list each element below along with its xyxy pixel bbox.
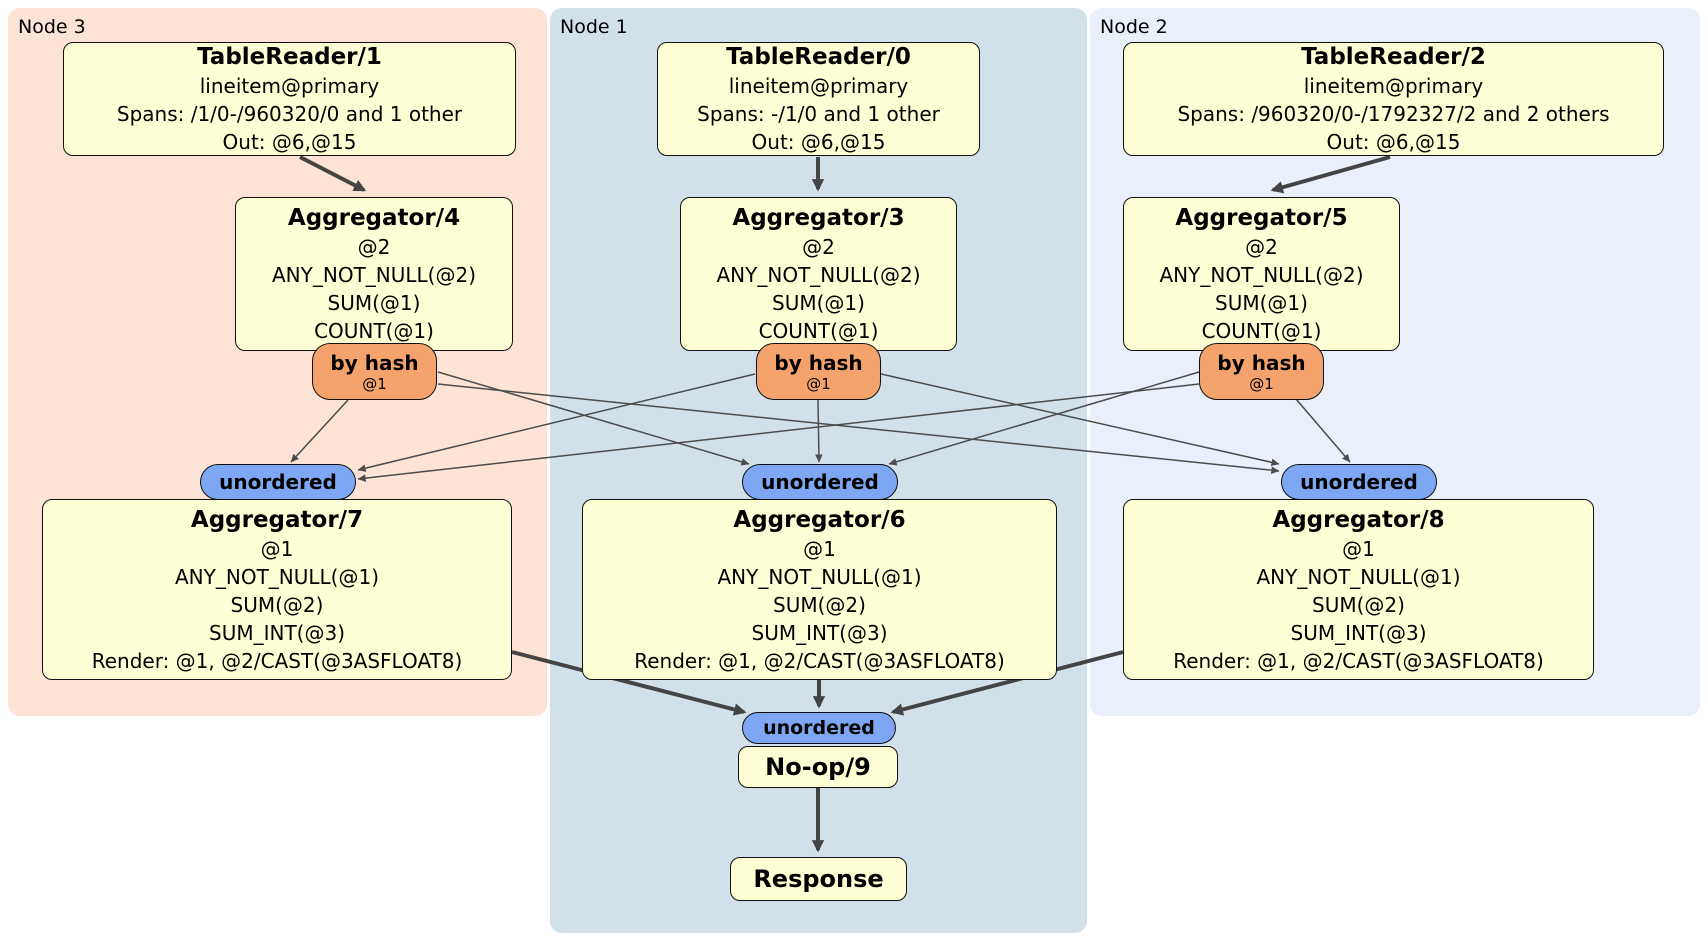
processor-detail: SUM(@1) <box>327 291 421 315</box>
processor-detail: @1 <box>260 536 294 561</box>
processor-detail: ANY_NOT_NULL(@2) <box>272 263 476 287</box>
processor-detail: SUM_INT(@3) <box>209 620 345 645</box>
processor-detail: lineitem@primary <box>728 74 909 98</box>
processor-detail: SUM(@2) <box>773 592 866 617</box>
processor-aggregator3: Aggregator/3 @2 ANY_NOT_NULL(@2) SUM(@1)… <box>680 197 957 351</box>
router-label: by hash <box>1217 350 1306 375</box>
processor-aggregator8: Aggregator/8 @1 ANY_NOT_NULL(@1) SUM(@2)… <box>1123 499 1594 680</box>
region-node3-label: Node 3 <box>18 16 86 38</box>
sync-label: unordered <box>763 717 875 739</box>
processor-title: TableReader/0 <box>726 44 911 70</box>
sync-unordered7: unordered <box>200 464 356 500</box>
processor-detail: @1 <box>1342 536 1375 561</box>
router-label: by hash <box>774 350 863 375</box>
processor-detail: ANY_NOT_NULL(@2) <box>1159 263 1364 287</box>
edge-byhash5-unordered7 <box>357 383 1200 482</box>
processor-detail: SUM(@2) <box>1312 592 1405 617</box>
processor-detail: COUNT(@1) <box>1201 319 1322 343</box>
router-detail: @1 <box>362 374 387 393</box>
router-byhash4: by hash @1 <box>312 343 437 400</box>
processor-title: TableReader/2 <box>1301 44 1486 70</box>
edge-byhash5-unordered8 <box>1295 398 1351 463</box>
edge-tablereader1-aggregator4 <box>299 155 367 192</box>
processor-detail: lineitem@primary <box>199 74 380 98</box>
processor-tablereader1: TableReader/1 lineitem@primary Spans: /1… <box>63 42 516 156</box>
processor-aggregator7: Aggregator/7 @1 ANY_NOT_NULL(@1) SUM(@2)… <box>42 499 512 680</box>
region-node1-label: Node 1 <box>560 16 628 38</box>
sync-label: unordered <box>761 470 879 494</box>
processor-title: Aggregator/7 <box>190 506 364 533</box>
processor-detail: SUM(@2) <box>230 592 324 617</box>
processor-title: Aggregator/6 <box>733 506 906 533</box>
processor-aggregator4: Aggregator/4 @2 ANY_NOT_NULL(@2) SUM(@1)… <box>235 197 513 351</box>
router-byhash3: by hash @1 <box>756 343 881 400</box>
processor-detail: @1 <box>803 536 836 561</box>
region-node2-label: Node 2 <box>1100 16 1168 38</box>
processor-tablereader0: TableReader/0 lineitem@primary Spans: -/… <box>657 42 980 156</box>
processor-detail: @2 <box>802 235 835 259</box>
processor-aggregator6: Aggregator/6 @1 ANY_NOT_NULL(@1) SUM(@2)… <box>582 499 1057 680</box>
processor-detail: SUM(@1) <box>1215 291 1308 315</box>
edge-aggregator7-unordered9 <box>511 650 747 716</box>
edge-byhash3-unordered8 <box>880 373 1280 466</box>
sync-unordered8: unordered <box>1281 464 1437 500</box>
processor-detail: ANY_NOT_NULL(@1) <box>1256 564 1461 589</box>
router-detail: @1 <box>1249 374 1274 393</box>
processor-detail: Out: @6,@15 <box>222 130 357 154</box>
processor-detail: @2 <box>1245 235 1278 259</box>
processor-detail: @2 <box>357 235 391 259</box>
processor-detail: ANY_NOT_NULL(@1) <box>175 564 379 589</box>
processor-detail: COUNT(@1) <box>758 319 879 343</box>
processor-detail: SUM_INT(@3) <box>751 620 888 645</box>
processor-detail: Spans: /960320/0-/1792327/2 and 2 others <box>1177 102 1610 126</box>
processor-title: No-op/9 <box>765 753 871 781</box>
processor-title: Response <box>753 865 884 893</box>
processor-detail: Render: @1, @2/CAST(@3ASFLOAT8) <box>634 648 1005 673</box>
processor-noop9: No-op/9 <box>738 746 898 788</box>
router-label: by hash <box>330 350 419 375</box>
processor-detail: Render: @1, @2/CAST(@3ASFLOAT8) <box>91 648 463 673</box>
processor-response: Response <box>730 857 907 901</box>
sync-unordered9: unordered <box>742 712 896 744</box>
router-detail: @1 <box>806 374 831 393</box>
processor-detail: Out: @6,@15 <box>1326 130 1461 154</box>
processor-detail: SUM_INT(@3) <box>1290 620 1427 645</box>
processor-title: Aggregator/4 <box>287 205 461 231</box>
processor-title: TableReader/1 <box>197 44 382 70</box>
processor-title: Aggregator/5 <box>1175 205 1348 231</box>
processor-detail: SUM(@1) <box>772 291 865 315</box>
processor-detail: Out: @6,@15 <box>751 130 886 154</box>
processor-detail: COUNT(@1) <box>314 319 434 343</box>
edge-byhash5-unordered6 <box>888 371 1200 466</box>
edge-byhash4-unordered6 <box>437 371 750 466</box>
processor-aggregator5: Aggregator/5 @2 ANY_NOT_NULL(@2) SUM(@1)… <box>1123 197 1400 351</box>
processor-title: Aggregator/8 <box>1272 506 1445 533</box>
sync-label: unordered <box>1300 470 1418 494</box>
processor-detail: Spans: -/1/0 and 1 other <box>697 102 940 126</box>
processor-detail: ANY_NOT_NULL(@2) <box>716 263 921 287</box>
edge-byhash4-unordered8 <box>437 383 1280 474</box>
processor-title: Aggregator/3 <box>732 205 905 231</box>
processor-detail: Render: @1, @2/CAST(@3ASFLOAT8) <box>1173 648 1544 673</box>
router-byhash5: by hash @1 <box>1199 343 1324 400</box>
edge-aggregator8-unordered9 <box>890 650 1124 716</box>
edge-byhash4-unordered7 <box>290 399 349 463</box>
processor-detail: Spans: /1/0-/960320/0 and 1 other <box>116 102 463 126</box>
sync-label: unordered <box>219 470 337 494</box>
edge-byhash3-unordered6 <box>815 399 823 463</box>
edge-tablereader2-aggregator5 <box>1270 155 1391 194</box>
edge-byhash3-unordered7 <box>357 373 756 472</box>
processor-detail: lineitem@primary <box>1303 74 1484 98</box>
processor-tablereader2: TableReader/2 lineitem@primary Spans: /9… <box>1123 42 1664 156</box>
processor-detail: ANY_NOT_NULL(@1) <box>717 564 922 589</box>
sync-unordered6: unordered <box>742 464 898 500</box>
